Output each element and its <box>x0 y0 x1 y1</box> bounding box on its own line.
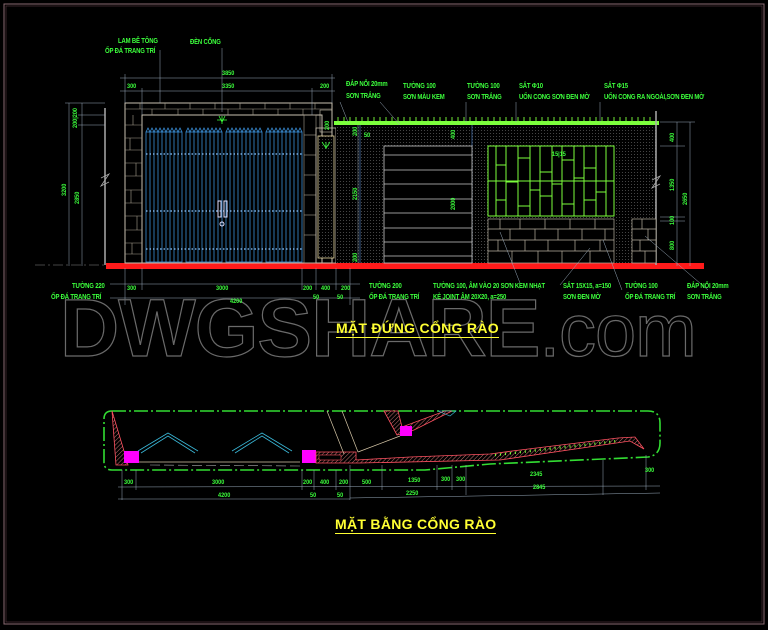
label-sat-phi15: SẮT Φ15 <box>604 83 628 90</box>
dim-left-total: 3200 <box>61 183 68 196</box>
dim-mid-a: 200 <box>352 126 359 136</box>
pillar-mid <box>302 450 316 463</box>
dim-bottom-300: 300 <box>127 285 137 292</box>
stone-base <box>487 218 657 264</box>
plan-dim-200b: 200 <box>339 479 349 486</box>
plan-title: MẶT BẰNG CỔNG RÀO <box>335 516 497 534</box>
fence-wall <box>334 111 659 265</box>
plan-dimension-lines <box>117 455 661 500</box>
label-tuong100-trang: TƯỜNG 100 <box>467 83 500 90</box>
dim-left-lower: 2850 <box>74 191 81 204</box>
dim-bottom-200b: 200 <box>341 285 351 292</box>
drawing-frame <box>3 3 765 625</box>
plan-dim-1350: 1350 <box>408 477 421 484</box>
plan-dim-50b: 50 <box>337 492 344 499</box>
label-dap-noi-bottom: ĐẮP NỔI 20mm <box>687 283 729 290</box>
label-den-cong: ĐÈN CỔNG <box>190 39 221 46</box>
dim-bottom-3000: 3000 <box>216 285 229 292</box>
dim-mid-d: 400 <box>450 129 457 139</box>
break-mark-icon <box>99 172 111 188</box>
plan-dim-4200: 4200 <box>218 492 231 499</box>
plan-dim-2250: 2250 <box>406 490 419 497</box>
label-ke-joint: KẺ JOINT ÂM 20X20, a=250 <box>433 294 507 301</box>
label-tuong100-op-da: ỐP ĐÁ TRANG TRÍ <box>625 294 676 301</box>
plan-dim-500: 500 <box>362 479 372 486</box>
joint-panel <box>383 145 473 264</box>
plan-dim-200a: 200 <box>303 479 313 486</box>
elevation-drawing <box>35 48 709 305</box>
gate-leaves <box>145 127 303 263</box>
dim-mid-h: 50 <box>364 132 371 139</box>
ground-line <box>106 263 704 269</box>
plan-dim-2345: 2345 <box>530 471 543 478</box>
dim-bottom-400: 400 <box>321 285 331 292</box>
label-tuong220-op-da: ỐP ĐÁ TRANG TRÍ <box>51 294 102 301</box>
elevation-title: MẶT ĐỨNG CỔNG RÀO <box>336 320 499 338</box>
pillar-upper <box>400 426 412 436</box>
plan-dim-300a: 300 <box>124 479 134 486</box>
dim-left-upper: 200|200 <box>72 108 79 128</box>
label-tuong200-op-da: ỐP ĐÁ TRANG TRÍ <box>369 294 420 301</box>
label-son-trang-bottom: SƠN TRẮNG <box>687 294 722 301</box>
label-op-da-trang-tri: ỐP ĐÁ TRANG TRÍ <box>105 48 156 55</box>
gate-handle <box>217 200 228 227</box>
label-uon-cong-ra-ngoai: UỐN CONG RA NGOÀI,SƠN ĐEN MỜ <box>604 94 705 101</box>
gate-lamp-icon <box>217 115 227 124</box>
dim-mid-f: 2000 <box>450 197 457 210</box>
small-pillar <box>315 109 337 264</box>
label-tuong100-kem: TƯỜNG 100 <box>403 83 436 90</box>
label-sat15x15: SẮT 15X15, a=150 <box>563 283 612 290</box>
label-son-trang-top: SƠN TRẮNG <box>346 93 381 100</box>
plan-gate-leaves <box>137 432 293 454</box>
dim-pillar-top: 200 <box>324 120 331 130</box>
watermark-main: DWGSHARE <box>59 282 541 374</box>
plan-dim-300b: 300 <box>441 476 451 483</box>
watermark-suffix: .com <box>539 288 698 372</box>
dim-grille-spacing: 15|15 <box>552 151 566 158</box>
break-mark-icon <box>650 174 662 190</box>
label-son-den-mo: SƠN ĐEN MỜ <box>563 294 601 301</box>
dim-mid-e: 200 <box>352 252 359 262</box>
dim-overall-3850: 3850 <box>222 70 235 77</box>
dim-right-200: 200 <box>320 83 330 90</box>
dim-bottom-200a: 200 <box>303 285 313 292</box>
dim-right-100: 100 <box>669 215 676 225</box>
dim-right-1350: 1350 <box>669 178 676 191</box>
dim-bottom-4200: 4200 <box>230 298 243 305</box>
pillar-left <box>124 451 139 463</box>
label-sat-phi10: SẮT Φ10 <box>519 83 543 90</box>
dim-inner-3350: 3350 <box>222 83 235 90</box>
label-uon-cong-son-den: UỐN CONG SƠN ĐEN MỜ <box>519 94 590 101</box>
dim-left-300: 300 <box>127 83 137 90</box>
dim-right-total: 2650 <box>682 192 689 205</box>
dim-right-400: 400 <box>669 132 676 142</box>
plan-dim-3000: 3000 <box>212 479 225 486</box>
iron-grille <box>487 145 615 217</box>
label-tuong220: TƯỜNG 220 <box>72 283 105 290</box>
plan-dim-300c: 300 <box>456 476 466 483</box>
label-son-trang: SƠN TRẮNG <box>467 94 502 101</box>
dim-bottom-50a: 50 <box>313 294 320 301</box>
label-tuong100-am: TƯỜNG 100, ÂM VÀO 20 SƠN KEM NHẠT <box>433 283 545 290</box>
elevation-dimension-lines <box>65 48 709 305</box>
dim-right-800: 800 <box>669 240 676 250</box>
plan-dim-50a: 50 <box>310 492 317 499</box>
dim-bottom-50b: 50 <box>337 294 344 301</box>
plan-dim-2845: 2845 <box>533 484 546 491</box>
label-tuong100-bottom: TƯỜNG 100 <box>625 283 658 290</box>
label-tuong200: TƯỜNG 200 <box>369 283 402 290</box>
dim-mid-b: 2150 <box>352 187 359 200</box>
label-dap-noi-top: ĐẮP NỔI 20mm <box>346 81 388 88</box>
label-son-mau-kem: SƠN MÀU KEM <box>403 94 445 101</box>
plan-dim-300d: 300 <box>645 467 655 474</box>
watermark: DWGSHARE.com <box>59 282 698 376</box>
label-lam-be-tong: LAM BÊ TÔNG <box>118 38 158 45</box>
plan-dim-400: 400 <box>320 479 330 486</box>
plan-drawing <box>103 410 661 500</box>
gate-stone-frame <box>124 102 333 264</box>
